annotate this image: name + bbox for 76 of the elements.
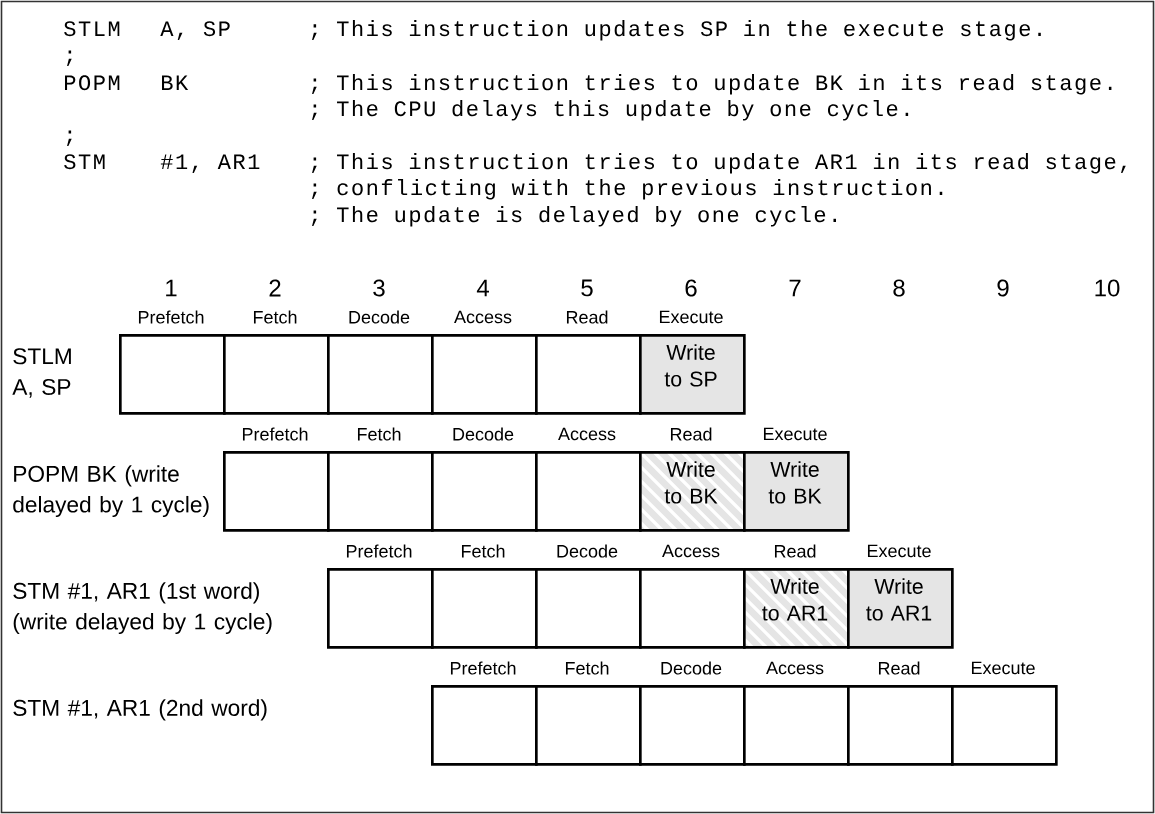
- stage-label: Decode: [453, 427, 514, 441]
- code-line: POPM: [65, 75, 120, 91]
- code-line: STLM: [64, 21, 120, 37]
- stage-label: Prefetch: [138, 310, 204, 324]
- stage-label: Access: [454, 310, 512, 324]
- stage-label: Execute: [868, 544, 931, 558]
- stage-label: Execute: [764, 427, 827, 441]
- pipeline-cell: Write to SP: [639, 334, 746, 415]
- pipeline-cell: [119, 334, 226, 415]
- stage-label: Fetch: [566, 661, 609, 675]
- cycle-number: 4: [476, 279, 489, 297]
- pipeline-cell: [431, 568, 538, 649]
- stage-label: Fetch: [358, 427, 401, 441]
- pipeline-cell: [431, 334, 538, 415]
- pipeline-cell: Write to BK: [639, 451, 746, 532]
- pipeline-cell: [327, 334, 434, 415]
- code-line: ; This instruction updates SP in the execute stage.: [312, 20, 1041, 41]
- stage-label: Access: [662, 544, 720, 558]
- cycle-number: 10: [1095, 279, 1120, 297]
- stage-label: Read: [879, 661, 920, 675]
- stage-label: Access: [558, 427, 616, 441]
- stage-label: Decode: [661, 661, 722, 675]
- code-line: ;: [67, 50, 72, 66]
- code-line: ; The CPU delays this update by one cycle.: [312, 100, 909, 121]
- pipeline-cell: [223, 451, 330, 532]
- stage-label: Decode: [557, 544, 618, 558]
- pipeline-cell: [327, 568, 434, 649]
- stage-label: Read: [671, 427, 712, 441]
- pipeline-cell: [327, 451, 434, 532]
- cycle-number: 9: [997, 279, 1009, 297]
- pipeline-cell: [639, 568, 746, 649]
- stage-label: Fetch: [462, 544, 505, 558]
- stage-label: Prefetch: [242, 427, 308, 441]
- pipeline-cell: [431, 451, 538, 532]
- pipeline-cell: [535, 451, 642, 532]
- pipeline-cell: [535, 685, 642, 766]
- code-line: STM: [64, 154, 105, 170]
- pipeline-cell: [951, 685, 1058, 766]
- stage-label: Prefetch: [451, 661, 516, 675]
- pipeline-cell: [535, 568, 642, 649]
- pipeline-cell: [847, 685, 954, 766]
- stage-label: Execute: [972, 661, 1035, 675]
- row-label: STLM A, SP: [12, 348, 71, 398]
- stage-label: Read: [567, 310, 608, 324]
- code-line: ; This instruction tries to update AR1 in its read stage,: [312, 153, 1126, 174]
- cycle-number: 5: [581, 279, 593, 297]
- stage-label: Read: [775, 544, 816, 558]
- pipeline-cell: Write to BK: [743, 451, 850, 532]
- row-label: STM #1, AR1 (2nd word): [13, 699, 267, 721]
- code-line: ; This instruction tries to update BK in its read stage.: [312, 74, 1112, 95]
- code-line: ; conflicting with the previous instruction.: [312, 179, 943, 200]
- row-label: STM #1, AR1 (1st word) (write delayed by 1 cycle): [13, 582, 272, 635]
- code-line: ;: [67, 130, 72, 146]
- cycle-number: 7: [789, 279, 801, 297]
- stage-label: Access: [766, 661, 824, 675]
- cycle-number: 8: [893, 279, 905, 297]
- pipeline-cell: Write to AR1: [743, 568, 850, 649]
- cycle-number: 3: [373, 279, 385, 297]
- stage-label: Execute: [660, 310, 723, 324]
- code-line: BK: [162, 75, 189, 90]
- stage-label: Fetch: [254, 310, 297, 324]
- pipeline-cell: [535, 334, 642, 415]
- cycle-number: 2: [269, 279, 281, 297]
- pipeline-cell: [743, 685, 850, 766]
- stage-label: Prefetch: [346, 544, 412, 558]
- pipeline-cell: [431, 685, 538, 766]
- cycle-number: 6: [685, 279, 697, 297]
- pipeline-cell: [639, 685, 746, 766]
- code-line: #1, AR1: [160, 154, 260, 173]
- pipeline-cell: [223, 334, 330, 415]
- stage-label: Decode: [349, 310, 410, 324]
- code-line: ; The update is delayed by one cycle.: [312, 206, 836, 227]
- row-label: POPM BK (write delayed by 1 cycle): [13, 465, 209, 518]
- cycle-number: 1: [166, 279, 177, 297]
- pipeline-cell: Write to AR1: [847, 568, 954, 649]
- code-line: A, SP: [160, 21, 230, 40]
